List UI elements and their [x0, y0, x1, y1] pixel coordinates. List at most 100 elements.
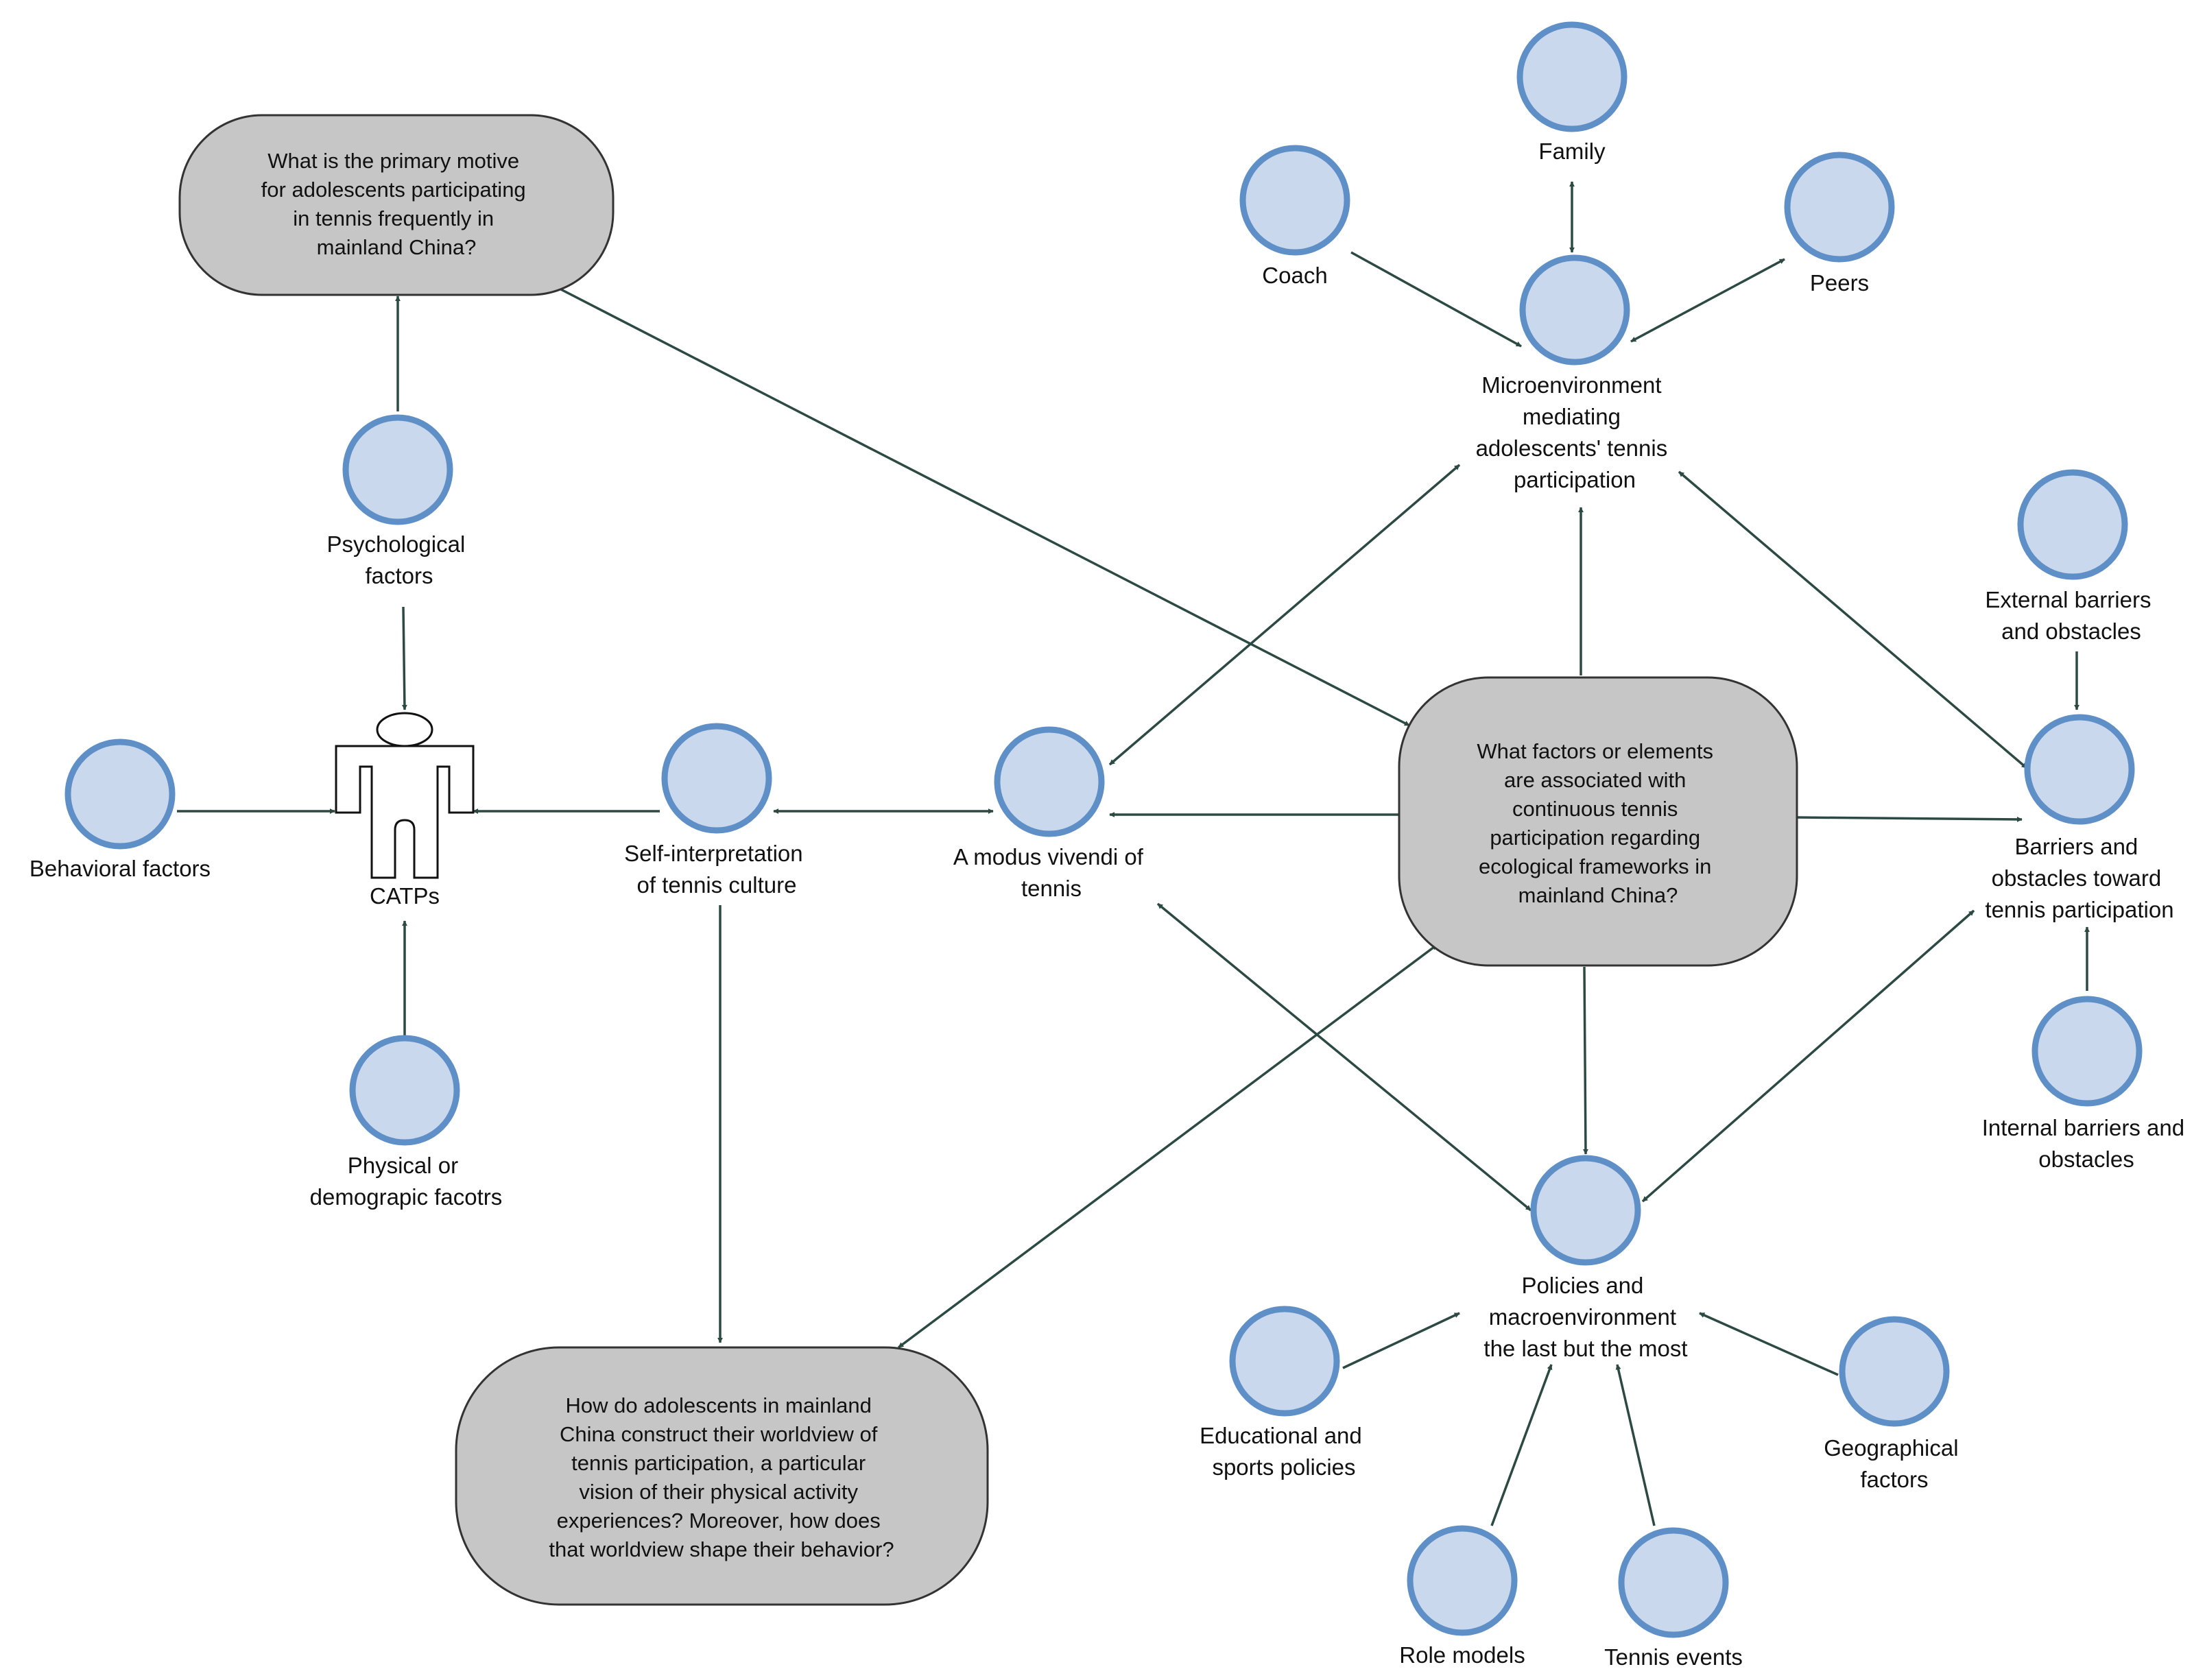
node-label: tennis	[1021, 876, 1082, 901]
arrow-coach-micro	[1350, 251, 1522, 348]
node-label: macroenvironment	[1489, 1304, 1676, 1330]
node-label: Psychological	[327, 531, 466, 557]
svg-text:Self-interpretation of: Self-interpretation of tennis culture	[624, 841, 809, 898]
svg-text:Psychological factors: Psychological factors	[327, 531, 472, 588]
question-line: in tennis frequently in	[293, 206, 494, 230]
node-label: Educational and	[1200, 1423, 1362, 1448]
node-label: Behavioral factors	[29, 856, 211, 881]
node-barriers: Barriers and obstacles toward tennis par…	[1985, 714, 2174, 922]
node-label: Geographical	[1824, 1435, 1958, 1461]
question-line: ecological frameworks in	[1479, 854, 1711, 878]
question-line: experiences? Moreover, how does	[557, 1509, 881, 1533]
question-line: What is the primary motive	[267, 149, 519, 173]
node-family: Family	[1516, 21, 1628, 164]
node-label: sports policies	[1212, 1454, 1355, 1480]
node-label: of tennis culture	[637, 872, 797, 898]
arrow-psych-catps	[401, 606, 407, 710]
node-label: Family	[1538, 139, 1606, 164]
node-label: participation	[1514, 467, 1636, 492]
arrow-q1-q2	[555, 285, 1410, 727]
question-line: for adolescents participating	[261, 178, 526, 202]
node-external-barriers: External barriers and obstacles	[1985, 469, 2157, 644]
node-label: obstacles	[2038, 1147, 2134, 1172]
node-internal-barriers: Internal barriers and obstacles	[1982, 996, 2191, 1172]
node-label: Self-interpretation	[624, 841, 802, 866]
node-label: Internal barriers and	[1982, 1115, 2184, 1140]
node-self-interpretation: Self-interpretation of tennis culture	[624, 723, 809, 898]
arrow-events-policies	[1615, 1364, 1656, 1526]
node-label: the last but the most	[1483, 1336, 1687, 1361]
svg-text:Internal barriers and: Internal barriers and obstacles	[1982, 1115, 2191, 1172]
node-label: Barriers and	[2015, 834, 2138, 859]
node-tennis-events: Tennis events	[1604, 1527, 1743, 1670]
question-line: What factors or elements	[1477, 739, 1713, 763]
node-educational-policies: Educational and sports policies	[1200, 1306, 1368, 1480]
node-label: factors	[365, 563, 433, 588]
catps-person-icon: CATPs	[335, 712, 475, 909]
question-line: vision of their physical activity	[579, 1480, 858, 1504]
arrow-q2-barriers	[1796, 816, 2023, 822]
node-label: obstacles toward	[1992, 865, 2162, 891]
question-box-worldview: How do adolescents in mainland China con…	[455, 1346, 989, 1606]
node-microenvironment: Microenvironment mediating adolescents' …	[1476, 254, 1674, 492]
arrows	[177, 181, 2090, 1526]
node-physical-factors: Physical or demograpic facotrs	[310, 1035, 503, 1210]
node-label: A modus vivendi of	[953, 844, 1144, 869]
svg-text:Barriers and obstacles: Barriers and obstacles toward tennis par…	[1985, 834, 2173, 922]
svg-text:Policies and macroenvi: Policies and macroenvironment the last b…	[1483, 1273, 1687, 1361]
node-label: Tennis events	[1604, 1644, 1743, 1670]
question-line: mainland China?	[1518, 883, 1678, 907]
svg-text:Geographical factors: Geographical factors	[1824, 1435, 1964, 1492]
node-label: Peers	[1810, 270, 1869, 296]
node-label: demograpic facotrs	[310, 1184, 503, 1210]
node-label: Physical or	[348, 1153, 458, 1178]
node-label: adolescents' tennis	[1476, 435, 1668, 461]
question-line: are associated with	[1504, 768, 1686, 792]
question-line: China construct their worldview of	[560, 1422, 878, 1446]
arrow-peers-micro	[1630, 258, 1785, 343]
node-psychological-factors: Psychological factors	[327, 414, 472, 588]
svg-text:A modus vivendi of ten: A modus vivendi of tennis	[953, 844, 1149, 901]
question-line: How do adolescents in mainland	[566, 1393, 872, 1417]
question-line: continuous tennis	[1512, 797, 1678, 821]
catps-label: CATPs	[370, 883, 440, 909]
arrow-policies-barriers	[1641, 909, 1975, 1203]
arrow-q2-policies	[1582, 966, 1588, 1155]
node-label: Microenvironment	[1481, 372, 1661, 398]
node-geographical-factors: Geographical factors	[1824, 1316, 1964, 1492]
svg-text:How do adolescents in mainland: How do adolescents in mainland China con…	[549, 1393, 894, 1561]
node-coach: Coach	[1239, 145, 1350, 288]
node-label: factors	[1860, 1467, 1928, 1492]
question-line: mainland China?	[317, 235, 477, 259]
node-label: Role models	[1399, 1642, 1525, 1668]
svg-text:Microenvironment media: Microenvironment mediating adolescents' …	[1476, 372, 1674, 492]
node-label: and obstacles	[2001, 619, 2141, 644]
node-behavioral-factors: Behavioral factors	[29, 739, 211, 881]
svg-text:What is the primary motive: What is the primary motive for adolescen…	[261, 149, 532, 259]
node-policies: Policies and macroenvironment the last b…	[1483, 1155, 1688, 1361]
arrow-q2-q3	[897, 944, 1438, 1349]
arrow-modus-policies	[1156, 902, 1532, 1212]
node-label: Coach	[1262, 263, 1327, 288]
node-label: tennis participation	[1985, 897, 2173, 922]
svg-text:Physical or demograpic: Physical or demograpic facotrs	[310, 1153, 503, 1210]
arrow-micro-modus	[1108, 464, 1461, 766]
question-box-ecological-factors: What factors or elements are associated …	[1398, 676, 1798, 967]
svg-text:Educational and sports: Educational and sports policies	[1200, 1423, 1368, 1480]
question-line: participation regarding	[1490, 826, 1700, 850]
question-line: that worldview shape their behavior?	[549, 1537, 894, 1561]
node-peers: Peers	[1784, 152, 1895, 296]
question-box-primary-motive: What is the primary motive for adolescen…	[178, 114, 615, 296]
node-label: External barriers	[1985, 587, 2151, 612]
node-modus-vivendi: A modus vivendi of tennis	[953, 726, 1149, 901]
node-role-models: Role models	[1399, 1525, 1525, 1668]
node-label: Policies and	[1521, 1273, 1643, 1298]
arrow-edu-policies	[1342, 1312, 1460, 1369]
arrow-role-policies	[1490, 1364, 1553, 1526]
arrow-micro-barriers	[1678, 470, 2028, 769]
svg-text:External barriers and: External barriers and obstacles	[1985, 587, 2157, 644]
node-label: mediating	[1523, 404, 1621, 429]
arrow-geo-policies	[1699, 1312, 1839, 1376]
svg-text:What factors or elements: What factors or elements are associated …	[1477, 739, 1719, 907]
